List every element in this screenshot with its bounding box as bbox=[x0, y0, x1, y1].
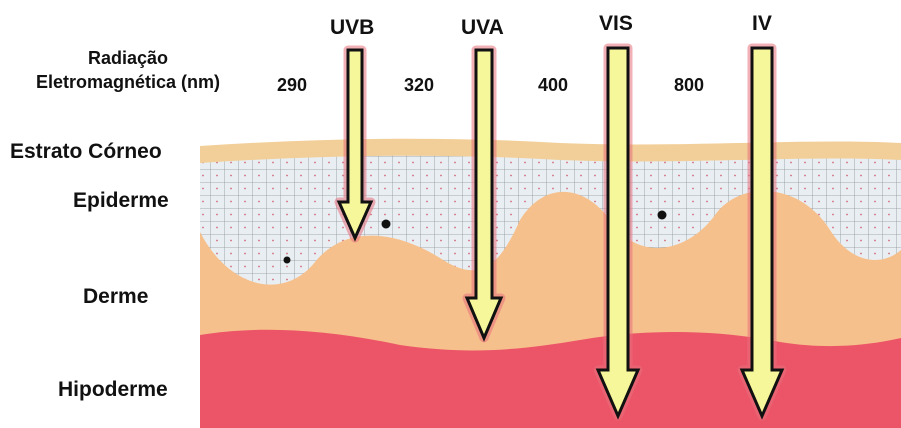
layer-label-epidermis: Epiderme bbox=[73, 189, 169, 213]
radiation-label: Radiação Eletromagnética (nm) bbox=[8, 46, 248, 94]
wavelength-label: 800 bbox=[674, 75, 704, 96]
cell-dot bbox=[382, 220, 391, 229]
band-label-uvb: UVB bbox=[330, 16, 374, 40]
layer-label-hypodermis: Hipoderme bbox=[58, 378, 168, 402]
band-label-uva: UVA bbox=[461, 16, 504, 40]
wavelength-label: 400 bbox=[538, 75, 568, 96]
radiation-label-line2: Eletromagnética (nm) bbox=[8, 70, 248, 94]
cell-dot bbox=[658, 211, 667, 220]
layer-label-stratum-corneum: Estrato Córneo bbox=[10, 140, 162, 164]
wavelength-label: 290 bbox=[277, 75, 307, 96]
wavelength-label: 320 bbox=[404, 75, 434, 96]
radiation-label-line1: Radiação bbox=[8, 46, 248, 70]
cell-dot bbox=[284, 257, 291, 264]
band-label-iv: IV bbox=[752, 12, 772, 36]
layer-label-dermis: Derme bbox=[83, 285, 148, 309]
band-label-vis: VIS bbox=[599, 12, 633, 36]
